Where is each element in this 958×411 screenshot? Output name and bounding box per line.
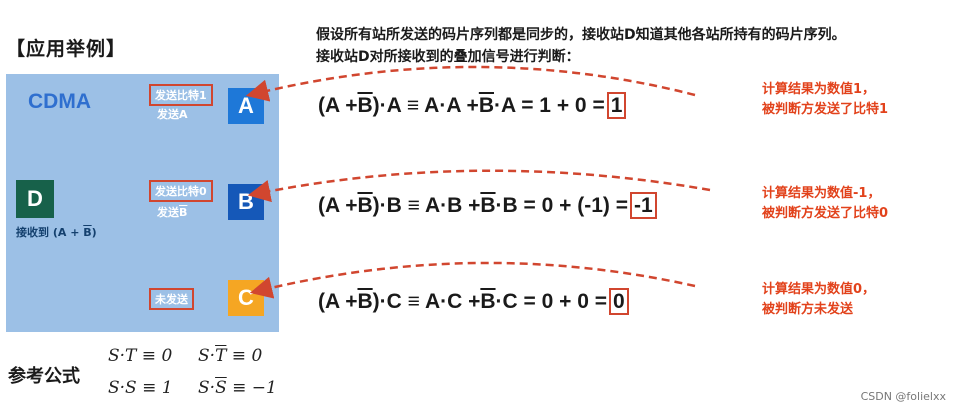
note-a-line2: 被判断方发送了比特1 (762, 102, 889, 117)
eq-a-mid: )·A ≡ A·A + (372, 93, 479, 117)
eq-c-bar2: B (480, 289, 496, 313)
receiver-caption-bar: B (83, 226, 92, 239)
eq-a-lead: (A + (318, 93, 358, 117)
formula-3: S·S ≡ 1 (108, 378, 173, 398)
formula-2: S·T ≡ 0 (198, 346, 262, 366)
eq-c-bar1: B (357, 289, 373, 313)
station-b-sub-bar: B (179, 206, 188, 219)
note-c: 计算结果为数值0， 被判断方未发送 (762, 280, 875, 320)
arc-b (247, 169, 711, 203)
station-d-name: D (27, 186, 43, 211)
note-a-line1: 计算结果为数值1， (762, 82, 876, 97)
station-c-tag: 未发送 (149, 288, 194, 310)
eq-b-bar1: B (357, 193, 373, 217)
formula-1: S·T ≡ 0 (108, 346, 173, 366)
eq-a-result: 1 (606, 92, 627, 119)
intro-text: 假设所有站所发送的码片序列都是同步的，接收站D知道其他各站所持有的码片序列。 接… (316, 24, 956, 68)
formula-4-a: S· (198, 378, 216, 398)
cdma-panel: CDMA D 接收到 (A + B) 发送比特1 发送A A 发送比特0 发送B… (6, 74, 279, 332)
eq-b-lead: (A + (318, 193, 358, 217)
note-c-line1: 计算结果为数值0， (762, 282, 876, 297)
eq-b-bar2: B (480, 193, 496, 217)
arc-a (245, 65, 696, 102)
formula-4-c: ≡ −1 (226, 378, 277, 398)
eq-b-mid: )·B ≡ A·B + (372, 193, 481, 217)
formula-2-c: ≡ 0 (226, 346, 263, 366)
receiver-caption-text: 接收到 (A + (16, 226, 84, 239)
eq-a-bar1: B (357, 93, 373, 117)
note-b-line2: 被判断方发送了比特0 (762, 206, 889, 221)
note-b: 计算结果为数值-1， 被判断方发送了比特0 (762, 184, 888, 224)
station-b-sub: 发送B (157, 204, 187, 220)
formula-2-a: S· (198, 346, 216, 366)
cdma-label: CDMA (28, 90, 91, 113)
page-title: 【应用举例】 (6, 38, 127, 60)
watermark: CSDN @folielxx (860, 390, 946, 403)
eq-c-tail: ·C = 0 + 0 = (495, 289, 608, 313)
eq-c-mid: )·C ≡ A·C + (372, 289, 481, 313)
note-b-line1: 计算结果为数值-1， (762, 186, 881, 201)
eq-a-tail: ·A = 1 + 0 = (494, 93, 605, 117)
station-a-sub: 发送A (157, 108, 188, 121)
eq-b-result: -1 (630, 192, 657, 219)
equation-b: (A + B)·B ≡ A·B + B·B = 0 + (-1) = -1 (318, 192, 657, 219)
note-a: 计算结果为数值1， 被判断方发送了比特1 (762, 80, 888, 120)
eq-c-lead: (A + (318, 289, 358, 313)
eq-b-tail: ·B = 0 + (-1) = (495, 193, 629, 217)
formula-4-bar: S (215, 378, 227, 398)
reference-label: 参考公式 (8, 366, 80, 387)
eq-a-bar2: B (478, 93, 494, 117)
intro-line-1: 假设所有站所发送的码片序列都是同步的，接收站D知道其他各站所持有的码片序列。 (316, 27, 846, 43)
eq-c-result: 0 (609, 288, 629, 315)
intro-line-2: 接收站D对所接收到的叠加信号进行判断： (316, 49, 580, 65)
receiver-caption-close: ) (91, 226, 97, 239)
receiver-caption: 接收到 (A + B) (16, 224, 97, 240)
station-a-tag: 发送比特1 (149, 84, 213, 106)
formula-4: S·S ≡ −1 (198, 378, 277, 398)
station-b-tag: 发送比特0 (149, 180, 213, 202)
station-b-sub-text: 发送 (157, 206, 179, 219)
formula-2-bar: T (215, 346, 227, 366)
equation-c: (A + B)·C ≡ A·C + B·C = 0 + 0 = 0 (318, 288, 629, 315)
arc-c (249, 261, 696, 299)
equation-a: (A + B)·A ≡ A·A + B·A = 1 + 0 = 1 (318, 92, 627, 119)
note-c-line2: 被判断方未发送 (762, 302, 854, 317)
station-d-box: D (16, 180, 54, 218)
